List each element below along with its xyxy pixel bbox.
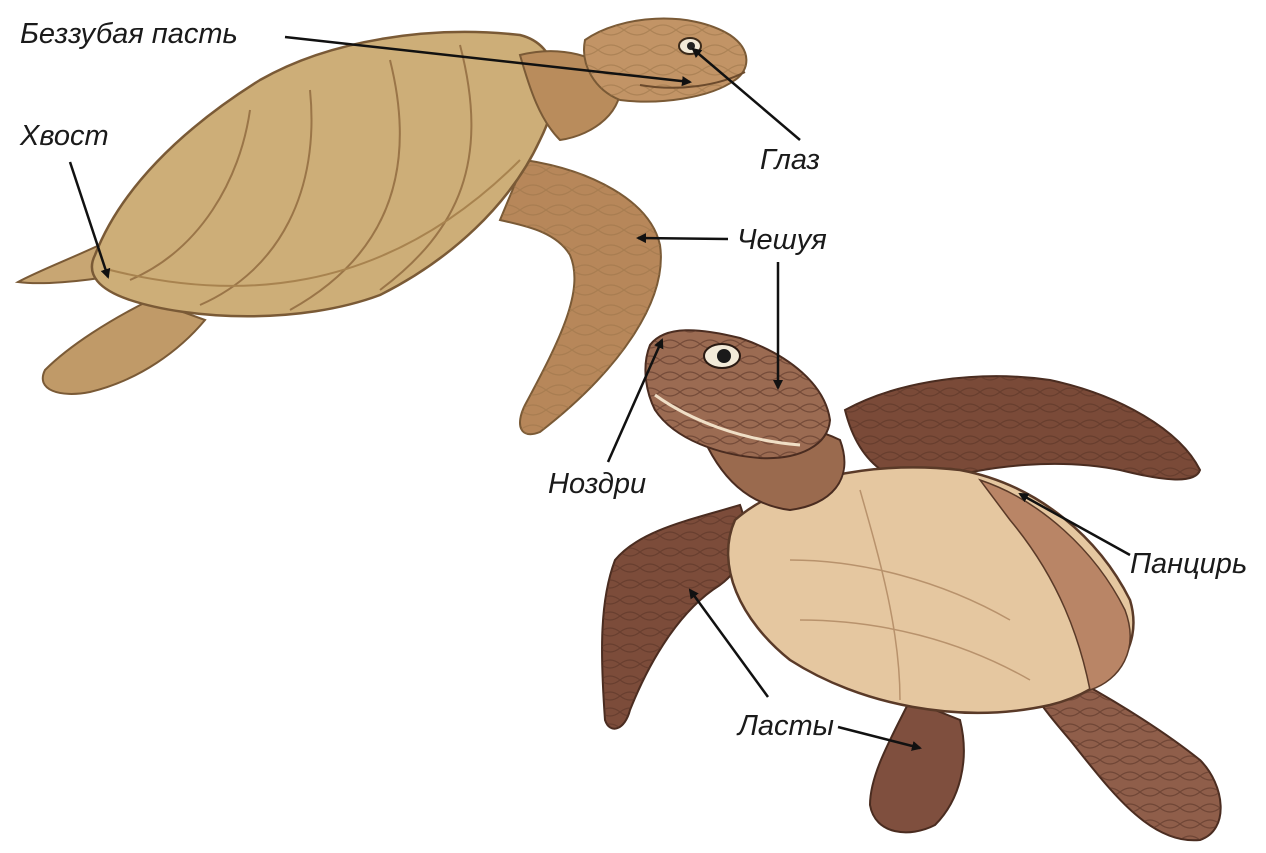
label-eye: Глаз: [760, 146, 820, 175]
arrow-scales-adult: [638, 238, 728, 239]
label-flippers: Ласты: [738, 712, 834, 741]
hatchling-rear-flipper: [870, 700, 964, 832]
label-shell: Панцирь: [1130, 550, 1247, 579]
label-nostrils: Ноздри: [548, 470, 646, 499]
label-tail: Хвост: [20, 122, 109, 151]
adult-rear-flipper: [43, 300, 205, 394]
label-scales: Чешуя: [737, 226, 827, 255]
adult-turtle: [18, 19, 746, 435]
hatchling-turtle: [602, 330, 1221, 840]
adult-shell: [92, 32, 555, 316]
label-toothless-mouth: Беззубая пасть: [20, 20, 238, 49]
